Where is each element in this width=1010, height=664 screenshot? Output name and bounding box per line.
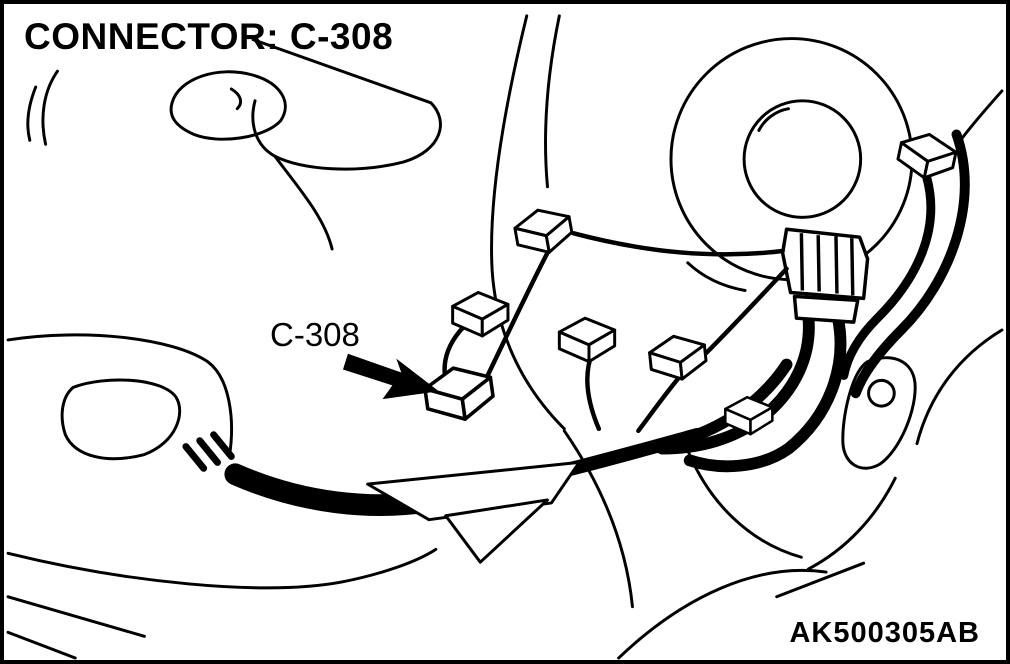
connector-box [557,316,617,364]
cable-break-marks [182,431,235,472]
connector-boxes [423,132,958,436]
connector-c308-box [423,366,495,421]
connector-box [896,132,958,180]
c308-arrow [342,353,439,400]
harness-bracket [366,460,581,564]
connector-box [513,208,574,254]
connector-box [648,334,708,381]
figure-title: CONNECTOR: C-308 [24,16,394,57]
column-connector-block [780,227,870,324]
c308-callout-label: C-308 [270,316,360,353]
figure-code: AK500305AB [789,617,980,649]
connector-box [724,395,774,436]
connector-box [451,291,510,338]
connector-diagram [6,14,1004,660]
